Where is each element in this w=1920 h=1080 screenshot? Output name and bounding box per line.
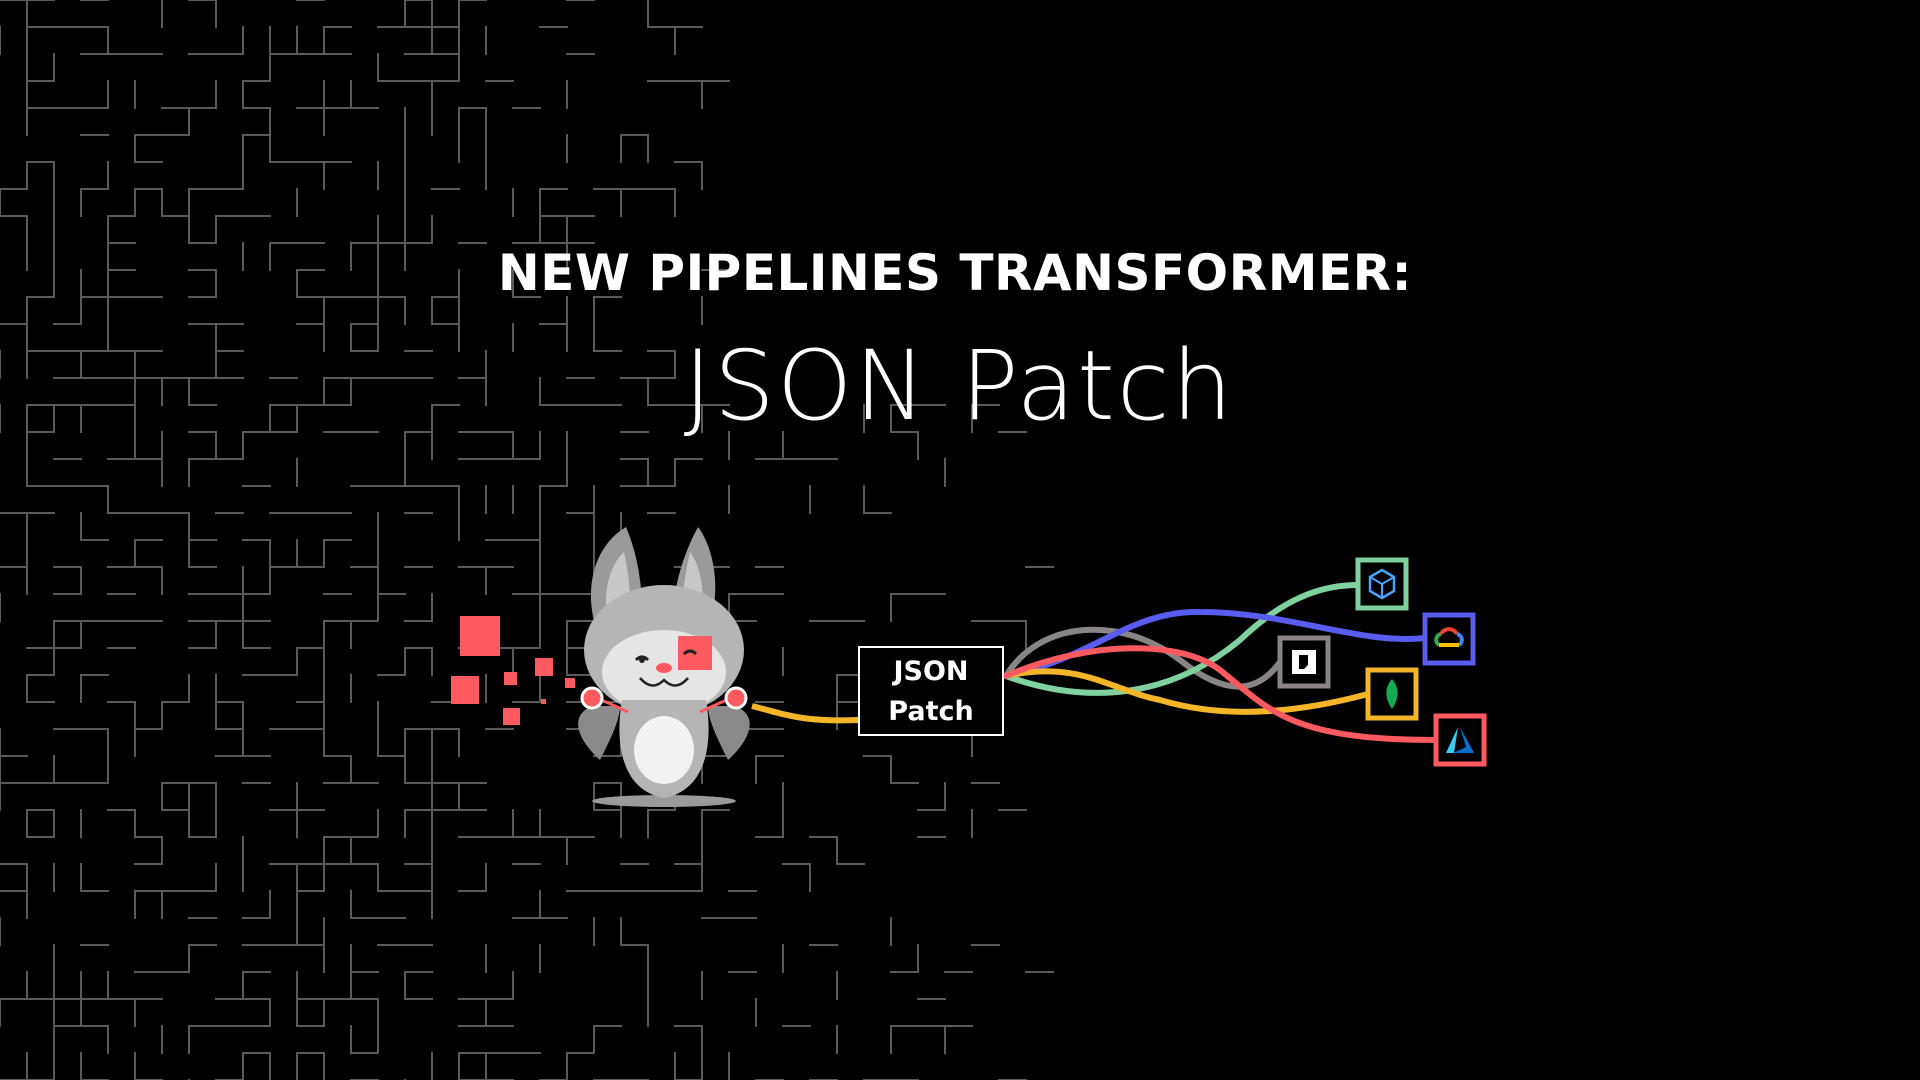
google-cloud-icon bbox=[1434, 627, 1464, 647]
headline: NEW PIPELINES TRANSFORMER: bbox=[497, 244, 1413, 302]
json-patch-transformer-box: JSON Patch bbox=[858, 646, 1004, 736]
transformer-box-line2: Patch bbox=[888, 696, 974, 727]
mongodb-leaf-icon bbox=[1386, 679, 1398, 709]
destination-azure bbox=[1433, 713, 1487, 767]
wire-grey bbox=[1003, 626, 1283, 690]
wire-green bbox=[1003, 582, 1361, 696]
wire-yellow bbox=[1003, 668, 1371, 715]
destination-google-cloud bbox=[1422, 612, 1476, 666]
wire-red bbox=[1003, 645, 1439, 743]
bat-mascot-icon bbox=[578, 527, 750, 807]
destination-page bbox=[1277, 635, 1331, 689]
subline: JSON Patch bbox=[683, 330, 1235, 442]
data-fragments bbox=[451, 616, 575, 725]
destination-mongodb bbox=[1365, 667, 1419, 721]
destination-hexagon bbox=[1355, 557, 1409, 611]
transformer-box-line1: JSON bbox=[893, 656, 969, 687]
azure-icon bbox=[1446, 727, 1458, 753]
maze-path bbox=[0, 0, 1054, 1080]
input-wire bbox=[751, 703, 859, 724]
